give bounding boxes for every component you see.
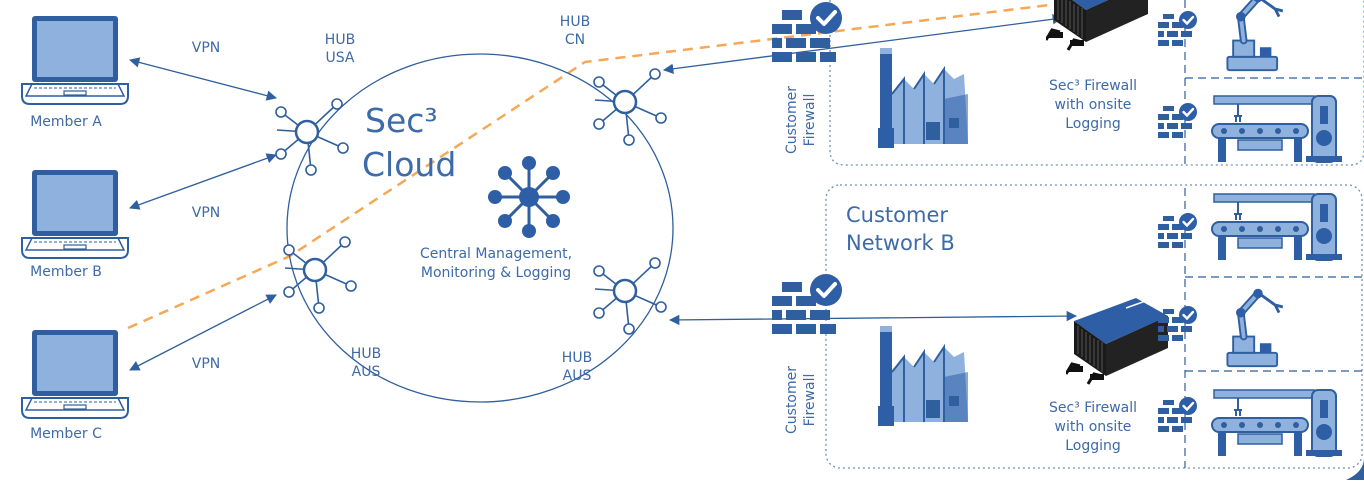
small-firewall-icon-5 <box>1158 396 1198 434</box>
vpn-label-b: VPN <box>192 205 221 221</box>
customer-firewall-b-line2: Firewall <box>802 374 818 427</box>
vpn-links <box>128 14 1078 371</box>
sec3-firewall-a-line3: Logging <box>1065 116 1121 132</box>
central-management-line1: Central Management, <box>420 246 572 262</box>
hub-aus-right-line1: HUB <box>562 350 592 366</box>
conveyor-machine-icon-2 <box>1211 193 1343 261</box>
firewall-check-icon-b <box>772 274 844 336</box>
hub-node-icon-aus-right <box>592 256 668 336</box>
customer-network-a-frame <box>829 0 1364 166</box>
laptop-icon-member-b <box>21 169 129 259</box>
conveyor-machine-icon-1 <box>1211 95 1343 163</box>
robot-arm-icon-1 <box>1227 0 1282 70</box>
conveyor-machine-icon-3 <box>1211 389 1343 457</box>
cloud-title-line2: Cloud <box>362 145 456 184</box>
firewall-check-icon-a <box>772 2 844 64</box>
customer-firewall-a-line1: Customer <box>784 86 800 154</box>
laptop-icon-member-c <box>21 329 129 419</box>
sec3-appliance-icon-a <box>1046 0 1150 52</box>
customer-network-b-line1: Customer <box>846 203 948 227</box>
hub-cn-line2: CN <box>565 32 585 48</box>
member-b-label: Member B <box>30 264 102 280</box>
hub-aus-left-line2: AUS <box>352 364 381 380</box>
small-firewall-icon-1 <box>1158 10 1198 48</box>
sec3-appliance-icon-b <box>1066 296 1170 386</box>
small-firewall-icon-3 <box>1158 212 1198 250</box>
hub-usa-line1: HUB <box>325 32 355 48</box>
sec3-cloud <box>286 53 674 403</box>
sec3-firewall-b-line1: Sec³ Firewall <box>1049 400 1137 416</box>
hub-cn-line1: HUB <box>560 14 590 30</box>
hub-aus-left-line1: HUB <box>351 346 381 362</box>
member-a-label: Member A <box>30 114 102 130</box>
vpn-label-c: VPN <box>192 356 221 372</box>
sec3-firewall-b-line3: Logging <box>1065 438 1121 454</box>
sec3-firewall-a-line1: Sec³ Firewall <box>1049 78 1137 94</box>
sec3-firewall-b-line2: with onsite <box>1055 419 1132 435</box>
laptop-icon-member-a <box>21 15 129 105</box>
robot-arm-icon-2 <box>1227 289 1282 366</box>
sec3-firewall-a-line2: with onsite <box>1055 97 1132 113</box>
management-icon <box>488 156 570 238</box>
central-management-line2: Monitoring & Logging <box>421 265 571 281</box>
hub-aus-right-line2: AUS <box>563 368 592 384</box>
cloud-title-line1: Sec³ <box>365 101 438 140</box>
customer-network-b-line2: Network B <box>846 231 955 255</box>
customer-network-b-frame <box>825 184 1363 469</box>
hub-usa-line2: USA <box>326 50 355 66</box>
factory-icon-a <box>877 47 969 149</box>
factory-icon-b <box>877 325 969 427</box>
member-c-label: Member C <box>30 426 102 442</box>
hub-node-icon-cn <box>592 67 668 147</box>
customer-firewall-a-line2: Firewall <box>802 94 818 147</box>
customer-firewall-b-line1: Customer <box>784 366 800 434</box>
vpn-label-a: VPN <box>192 40 221 56</box>
corner-accent <box>1346 458 1364 480</box>
small-firewall-icon-2 <box>1158 102 1198 140</box>
